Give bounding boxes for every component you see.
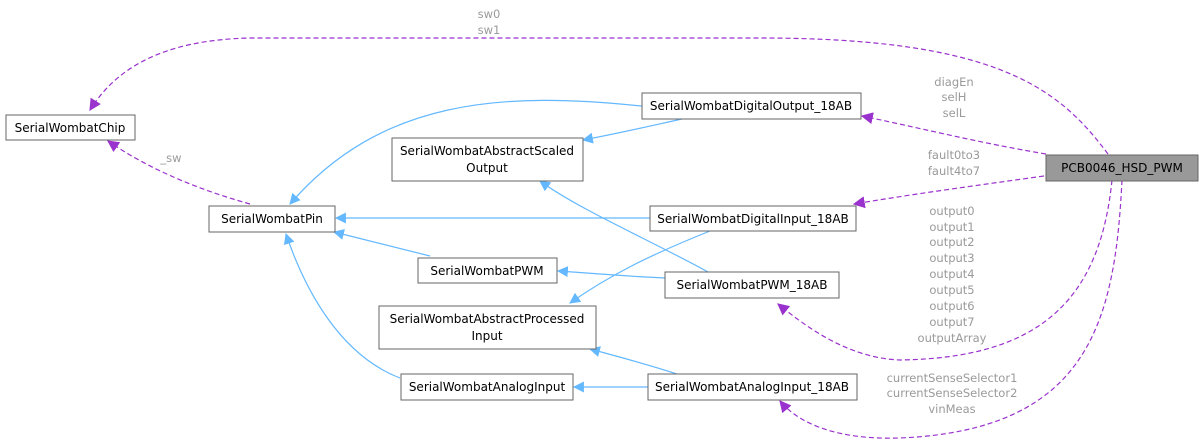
node-pin-label: SerialWombatPin bbox=[221, 212, 323, 226]
node-serial-wombat-abstract-processed-input[interactable]: SerialWombatAbstractProcessed Input bbox=[378, 305, 597, 350]
label-selL: selL bbox=[943, 106, 966, 120]
label-outputArray: outputArray bbox=[918, 331, 987, 345]
node-processed-label-line1: SerialWombatAbstractProcessed bbox=[390, 312, 585, 326]
node-pwm18-label: SerialWombatPWM_18AB bbox=[677, 278, 828, 292]
node-chip-label: SerialWombatChip bbox=[15, 121, 126, 135]
inheritance-edges bbox=[283, 99, 711, 393]
node-serial-wombat-digital-input-18ab[interactable]: SerialWombatDigitalInput_18AB bbox=[649, 205, 857, 232]
usage-edges bbox=[89, 37, 1123, 439]
edge-digin-processed bbox=[569, 230, 711, 304]
node-scaled-label-line2: Output bbox=[466, 161, 508, 175]
label-output3: output3 bbox=[929, 251, 974, 265]
edge-pwm18-scaled bbox=[539, 180, 709, 273]
label-sw: _sw bbox=[159, 151, 181, 165]
node-digout-label: SerialWombatDigitalOutput_18AB bbox=[650, 99, 852, 113]
edge-analog18-processed bbox=[588, 346, 681, 376]
label-output0: output0 bbox=[929, 204, 974, 218]
node-analog-label: SerialWombatAnalogInput bbox=[409, 380, 566, 394]
node-processed-label-line2: Input bbox=[471, 329, 502, 343]
node-pwm-label: SerialWombatPWM bbox=[430, 264, 543, 278]
node-serial-wombat-digital-output-18ab[interactable]: SerialWombatDigitalOutput_18AB bbox=[641, 92, 862, 120]
edge-main-analog18 bbox=[779, 179, 1123, 439]
label-cs2: currentSenseSelector2 bbox=[887, 386, 1018, 400]
edge-main-digout bbox=[860, 112, 1047, 155]
label-output4: output4 bbox=[929, 267, 974, 281]
node-serial-wombat-analog-input-18ab[interactable]: SerialWombatAnalogInput_18AB bbox=[647, 373, 858, 401]
node-serial-wombat-pin[interactable]: SerialWombatPin bbox=[208, 205, 336, 233]
node-serial-wombat-pwm[interactable]: SerialWombatPWM bbox=[417, 257, 558, 284]
label-fault0to3: fault0to3 bbox=[928, 148, 980, 162]
label-output1: output1 bbox=[929, 220, 974, 234]
edge-labels: sw0 sw1 _sw diagEn selH selL fault0to3 f… bbox=[159, 7, 1017, 416]
label-sw1: sw1 bbox=[478, 23, 501, 37]
label-fault4to7: fault4to7 bbox=[928, 164, 980, 178]
edge-pwm18-pwm bbox=[556, 266, 666, 279]
node-pcb0046-hsd-pwm[interactable]: PCB0046_HSD_PWM bbox=[1045, 154, 1199, 182]
label-sw0: sw0 bbox=[478, 7, 501, 21]
node-analog18-label: SerialWombatAnalogInput_18AB bbox=[655, 380, 849, 394]
label-output2: output2 bbox=[929, 235, 974, 249]
label-output6: output6 bbox=[929, 299, 974, 313]
label-vinMeas: vinMeas bbox=[928, 402, 975, 416]
label-diagEn: diagEn bbox=[934, 75, 973, 89]
node-main-label: PCB0046_HSD_PWM bbox=[1061, 161, 1183, 175]
node-serial-wombat-analog-input[interactable]: SerialWombatAnalogInput bbox=[400, 373, 574, 401]
edge-digout-scaled bbox=[581, 118, 683, 144]
node-scaled-label-line1: SerialWombatAbstractScaled bbox=[400, 144, 574, 158]
edge-pin-chip bbox=[107, 140, 251, 205]
edge-main-pwm18 bbox=[777, 179, 1113, 361]
edge-digout-pin bbox=[289, 99, 651, 205]
node-digin-label: SerialWombatDigitalInput_18AB bbox=[657, 212, 849, 226]
edge-main-digin bbox=[852, 175, 1045, 209]
node-serial-wombat-pwm-18ab[interactable]: SerialWombatPWM_18AB bbox=[664, 271, 840, 299]
label-output7: output7 bbox=[929, 315, 974, 329]
label-output5: output5 bbox=[929, 283, 974, 297]
node-serial-wombat-chip[interactable]: SerialWombatChip bbox=[5, 114, 136, 141]
label-cs1: currentSenseSelector1 bbox=[887, 371, 1018, 385]
label-selH: selH bbox=[942, 90, 967, 104]
edge-analog-pin bbox=[283, 232, 401, 379]
edge-pwm-pin bbox=[332, 229, 431, 257]
edge-main-chip bbox=[89, 37, 1109, 155]
node-serial-wombat-abstract-scaled-output[interactable]: SerialWombatAbstractScaled Output bbox=[391, 137, 584, 182]
